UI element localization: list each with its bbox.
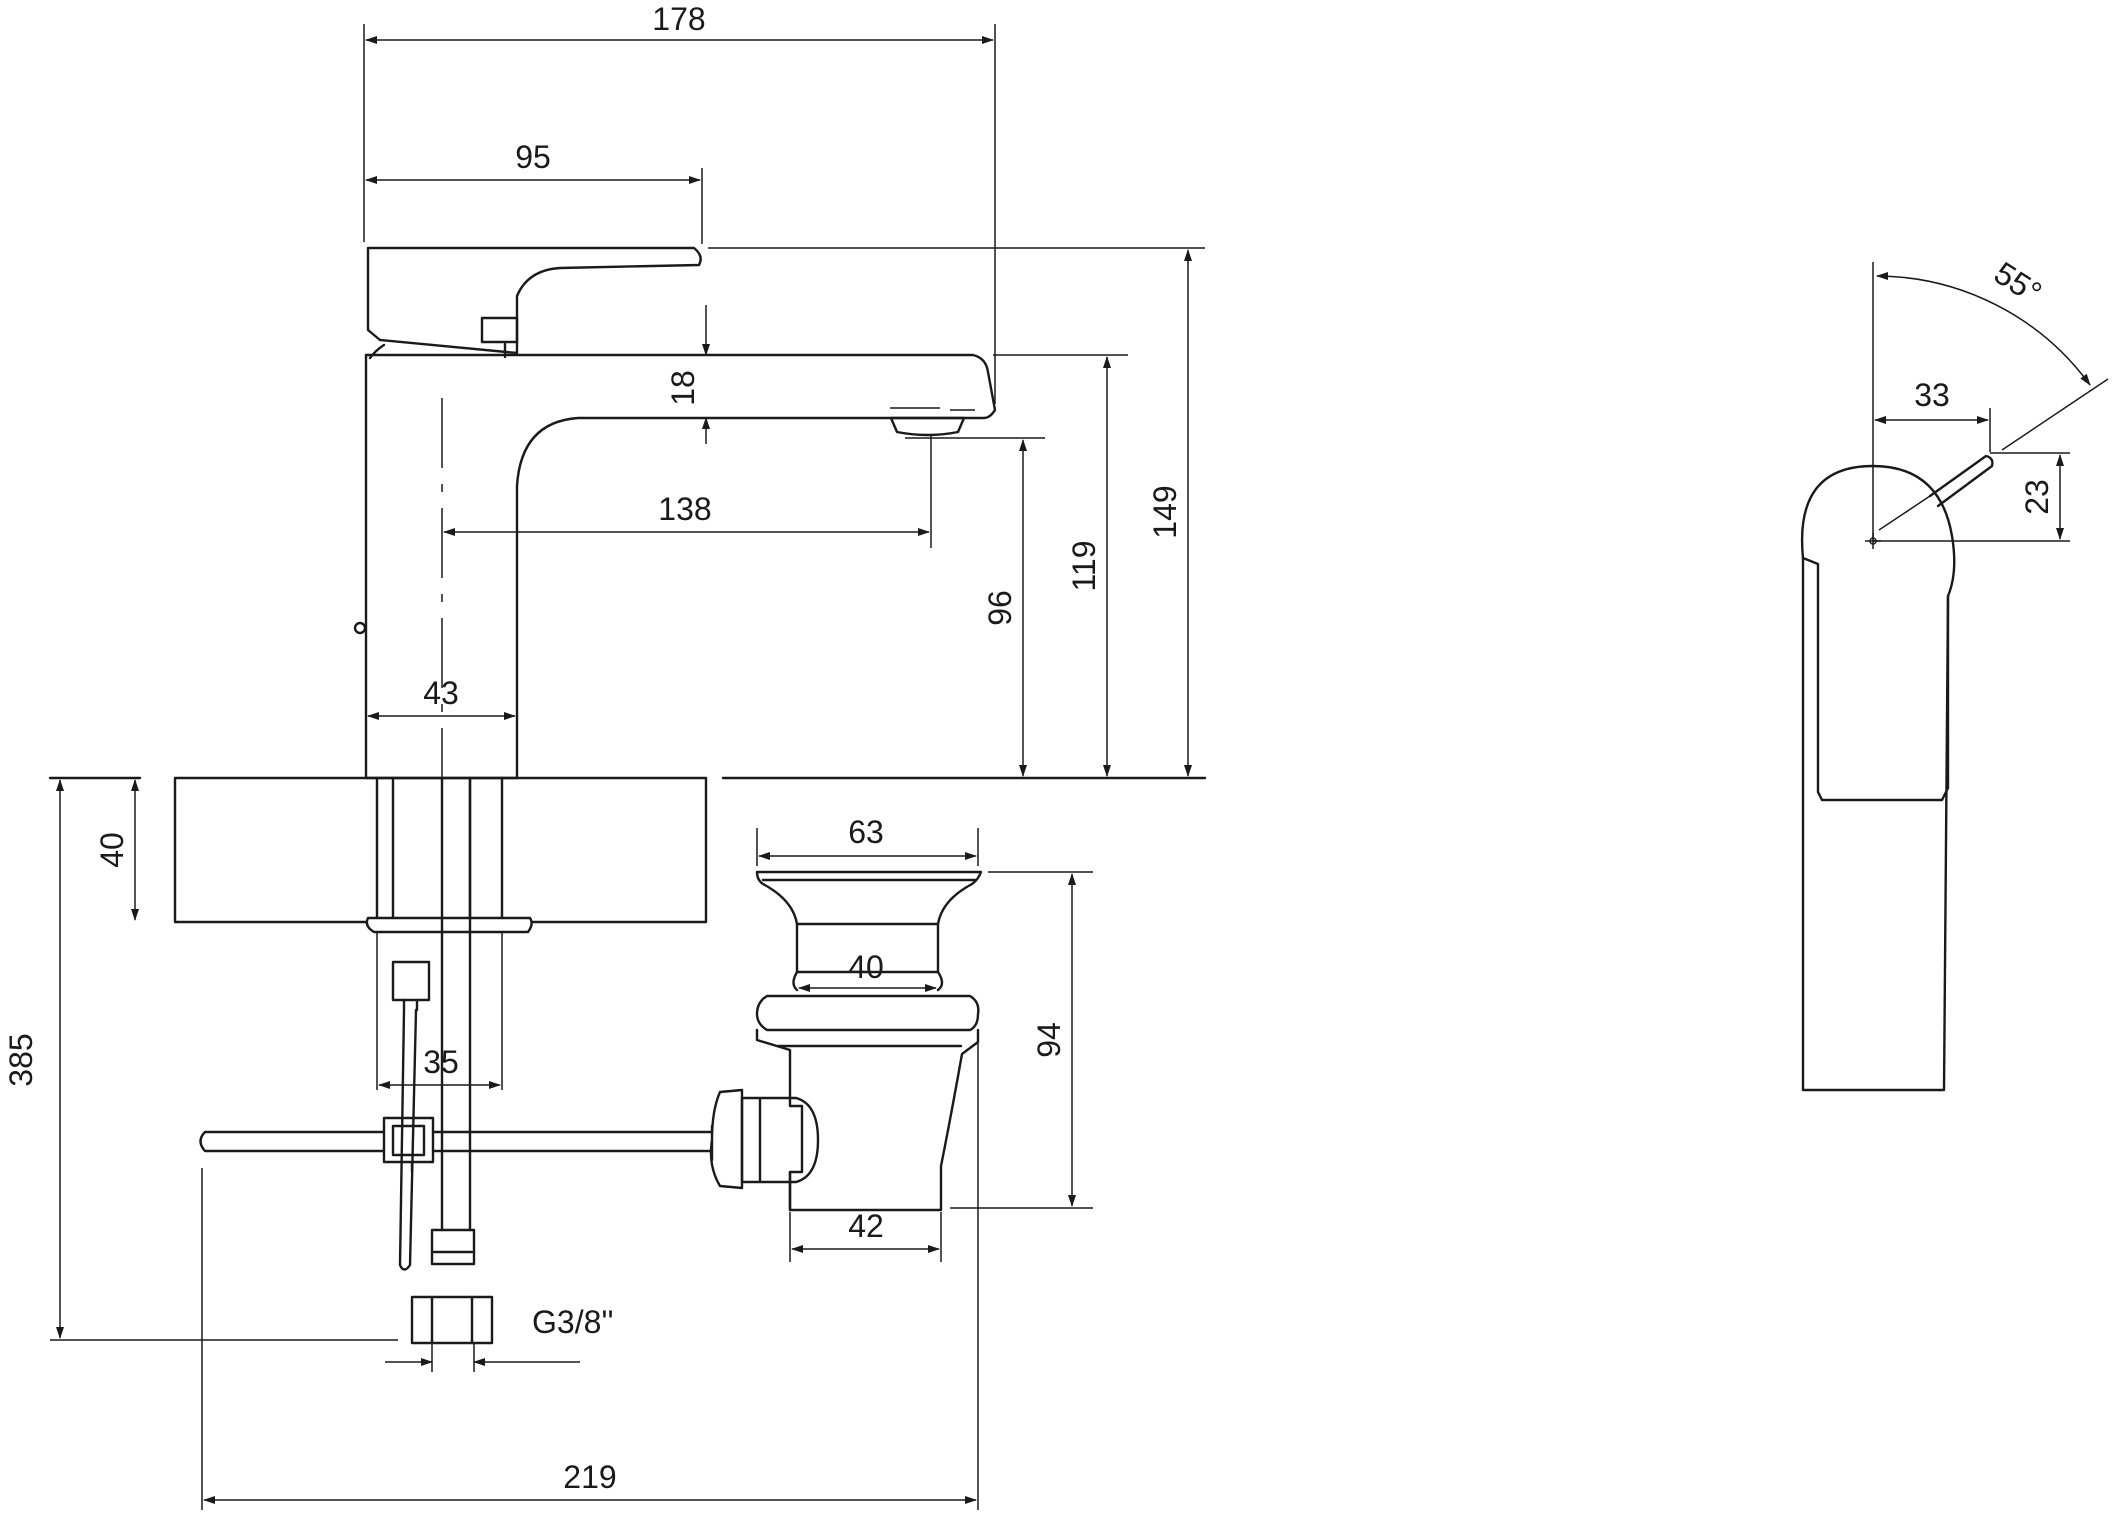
countertop <box>48 776 1207 924</box>
pop-up-knob <box>353 621 367 635</box>
waste-drain <box>709 870 983 1212</box>
label-178: 178 <box>652 1 705 37</box>
label-96: 96 <box>982 590 1018 626</box>
label-94: 94 <box>1031 1022 1067 1058</box>
lever-tip <box>1928 454 1994 508</box>
label-thread: G3/8'' <box>532 1304 614 1340</box>
label-55-angle: 55° <box>1988 255 2048 312</box>
lift-rod <box>199 1130 386 1153</box>
hose-nut <box>410 1295 494 1345</box>
lever-top-view <box>1800 262 2109 1092</box>
faucet-body <box>364 353 997 780</box>
label-385: 385 <box>3 1033 39 1086</box>
fixing-nut <box>365 916 533 934</box>
label-35: 35 <box>423 1044 459 1080</box>
aerator <box>889 416 966 437</box>
rod-connector <box>382 1116 435 1164</box>
label-119: 119 <box>1066 540 1102 591</box>
label-43: 43 <box>423 675 459 711</box>
under-counter-parts <box>199 776 714 1345</box>
label-33: 33 <box>1914 377 1950 413</box>
lever-outline <box>1800 464 1956 1092</box>
label-40-drain: 40 <box>848 949 884 985</box>
label-18: 18 <box>665 370 701 406</box>
lever-joint <box>480 316 519 344</box>
label-23: 23 <box>2019 479 2055 515</box>
lever-handle <box>366 246 702 355</box>
faucet-side-view <box>353 246 997 836</box>
rod-clamp <box>391 960 431 1002</box>
drain-body <box>755 1028 980 1212</box>
label-63: 63 <box>848 814 884 850</box>
label-138: 138 <box>658 491 711 527</box>
label-40-counter: 40 <box>94 832 130 868</box>
drain-side-port <box>709 1088 744 1190</box>
lever-stem <box>368 343 386 360</box>
drain-collar <box>755 994 980 1032</box>
label-95: 95 <box>515 139 551 175</box>
dim-arc-55 <box>1876 272 2091 386</box>
pop-up-rod <box>398 1008 418 1271</box>
label-42: 42 <box>848 1208 884 1244</box>
label-219: 219 <box>563 1459 616 1495</box>
label-149: 149 <box>1147 485 1183 538</box>
supply-hose <box>440 776 472 1232</box>
dimensions: 178 95 18 138 96 119 149 43 40 385 35 G3… <box>3 1 2091 1510</box>
